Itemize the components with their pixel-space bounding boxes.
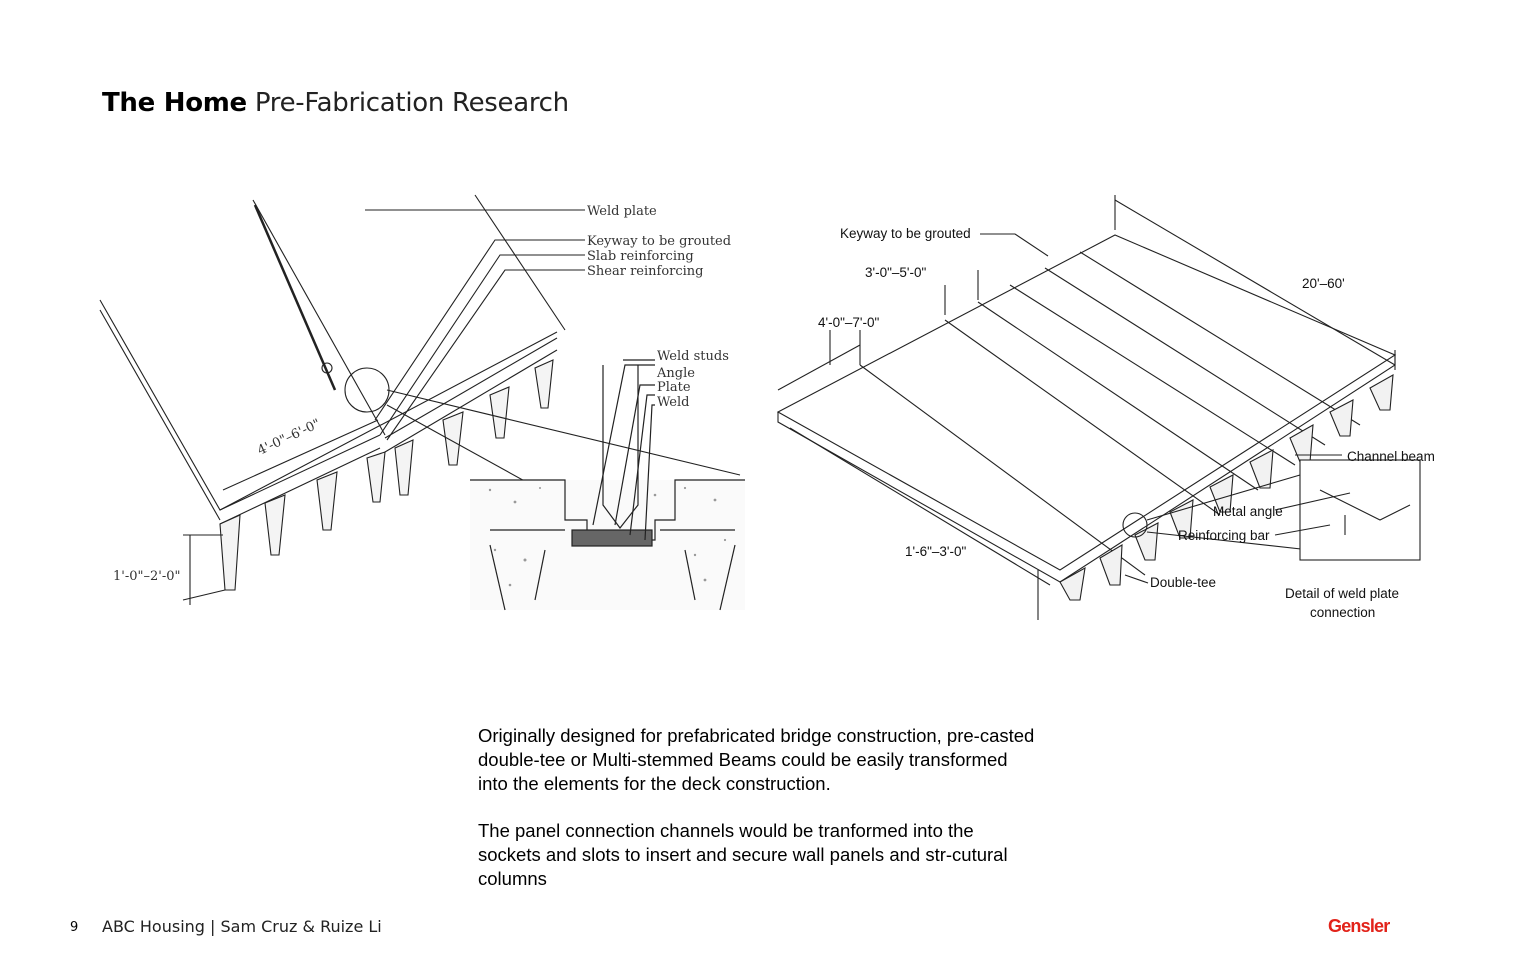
label-double-tee: Double-tee (1150, 575, 1216, 590)
paragraph-1: Originally designed for prefabricated br… (478, 725, 1035, 794)
right-diagram: Keyway to be grouted 3'-0"–5'-0" 4'-0"–7… (776, 195, 1435, 620)
label-depth-dimension: 1'-0"–2'-0" (113, 569, 180, 584)
label-depth-1-6-3-0: 1'-6"–3'-0" (905, 544, 966, 559)
label-shear-reinforcing: Shear reinforcing (587, 264, 704, 279)
label-metal-angle: Metal angle (1213, 504, 1283, 519)
label-detail-line-2: connection (1310, 605, 1375, 620)
label-keyway-grouted: Keyway to be grouted (587, 234, 731, 249)
label-keyway-grouted-right: Keyway to be grouted (840, 226, 971, 241)
label-width-dimension: 4'-0"–6'-0" (255, 417, 323, 459)
label-weld-plate: Weld plate (587, 204, 657, 219)
label-detail-line-1: Detail of weld plate (1285, 586, 1399, 601)
label-slab-reinforcing: Slab reinforcing (587, 249, 694, 264)
label-plate: Plate (657, 380, 691, 395)
label-channel-beam: Channel beam (1347, 449, 1435, 464)
footer-project: ABC Housing | Sam Cruz & Ruize Li (102, 917, 382, 936)
label-weld-studs: Weld studs (657, 349, 729, 364)
left-diagram: Weld plate Keyway to be grouted Slab rei… (99, 194, 745, 611)
label-angle: Angle (656, 366, 695, 381)
body-text: Originally designed for prefabricated br… (478, 724, 1038, 914)
paragraph-2: The panel connection channels would be t… (478, 820, 1008, 889)
page-title: The Home Pre-Fabrication Research (102, 88, 569, 118)
page-number: 9 (70, 920, 79, 935)
title-bold: The Home (102, 88, 247, 118)
gensler-logo: Gensler (1328, 916, 1390, 936)
label-reinforcing-bar: Reinforcing bar (1178, 528, 1270, 543)
label-weld: Weld (657, 395, 689, 410)
title-light: Pre-Fabrication Research (254, 88, 569, 118)
label-dim-3-5: 3'-0"–5'-0" (865, 265, 926, 280)
label-span-20-60: 20'–60' (1302, 276, 1345, 291)
label-dim-4-7: 4'-0"–7'-0" (818, 315, 879, 330)
